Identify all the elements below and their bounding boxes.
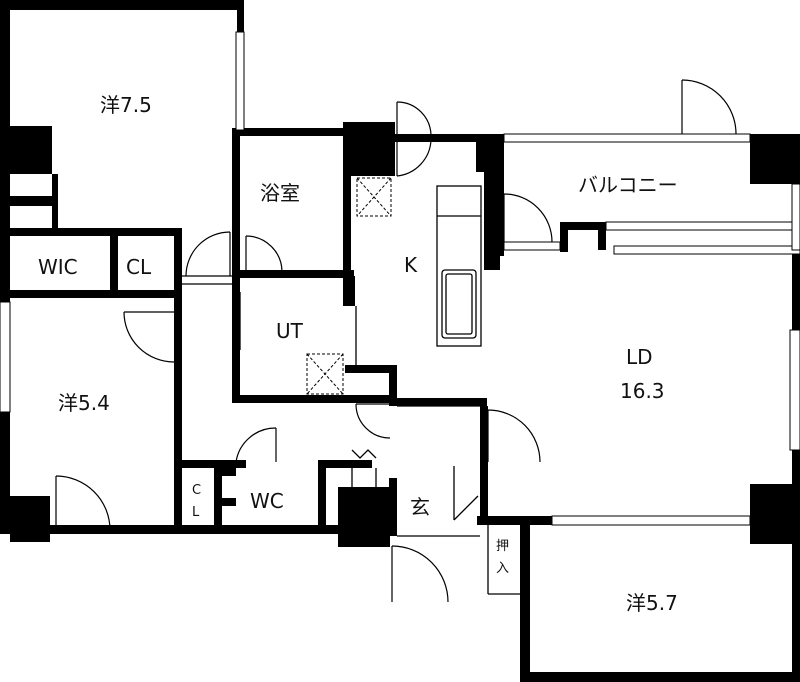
room-label-utility: UT xyxy=(276,319,304,343)
room-label-western-5-4: 洋5.4 xyxy=(58,391,110,415)
room-labels: 洋7.5 浴室 バルコニー WIC CL K UT LD 16.3 洋5.4 C… xyxy=(38,93,678,615)
room-label-closet-1: 押 xyxy=(496,539,509,554)
room-label-wic: WIC xyxy=(38,255,78,279)
vent-marks xyxy=(306,177,392,395)
room-label-entrance: 玄 xyxy=(410,495,430,519)
room-label-ld-size: 16.3 xyxy=(620,379,665,403)
room-label-cl-upper: CL xyxy=(126,255,152,279)
doors xyxy=(55,79,737,603)
interior-walls xyxy=(0,128,500,536)
room-label-ld-name: LD xyxy=(626,345,653,369)
room-label-western-5-7: 洋5.7 xyxy=(626,591,678,615)
room-label-cl-lower-l: L xyxy=(192,505,200,520)
room-label-balcony: バルコニー xyxy=(578,173,678,197)
room-label-wc: WC xyxy=(250,489,284,513)
room-label-cl-lower-c: C xyxy=(192,483,201,498)
room-label-bath: 浴室 xyxy=(260,181,300,205)
kitchen-counter xyxy=(436,185,482,347)
windows xyxy=(0,31,800,595)
room-label-closet-2: 入 xyxy=(496,561,509,576)
room-label-kitchen: K xyxy=(404,253,418,277)
room-label-western-7-5: 洋7.5 xyxy=(100,93,152,117)
